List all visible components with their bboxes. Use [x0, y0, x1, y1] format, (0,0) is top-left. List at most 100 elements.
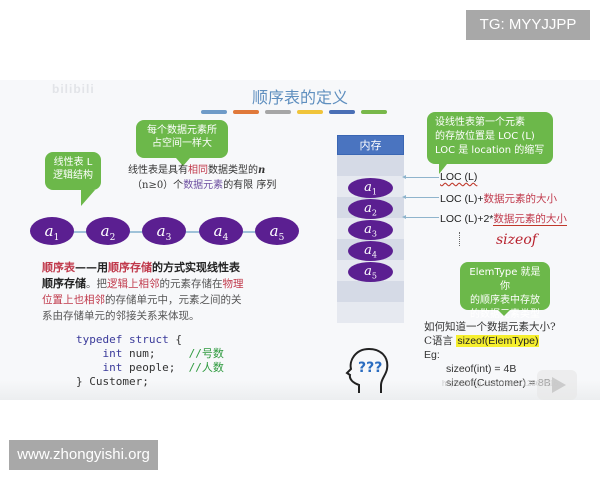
color-bar — [361, 110, 387, 114]
arrow-left-icon — [402, 215, 439, 219]
code-comment: //号数 — [188, 347, 224, 360]
address-loc-l-plus-2: LOC (L)+2*数据元素的大小 — [440, 211, 567, 226]
loc-text: LOC (L) — [440, 171, 478, 183]
slide-title: 顺序表的定义 — [251, 88, 348, 107]
arrow-left-icon — [402, 175, 439, 179]
slide-bottom-edge — [0, 380, 600, 400]
callout-line: 的顺序表中存放 — [470, 295, 540, 306]
highlight-data-element: 数据元素 — [183, 180, 224, 191]
code-text: people; — [122, 361, 176, 374]
callout-tail — [498, 310, 510, 316]
sizeof-explanation: 如何知道一个数据元素大小? C语言 sizeof(ElemType) Eg: s… — [424, 320, 556, 390]
example-sizeof-customer: sizeof(Customer) = 8B — [446, 377, 551, 389]
code-keyword: typedef struct — [76, 333, 169, 346]
eg-label: Eg: — [424, 349, 440, 361]
arrow-left-icon — [402, 195, 439, 199]
chain-node-a5: a5 — [255, 217, 299, 245]
code-comment: //人数 — [188, 361, 224, 374]
code-keyword: int — [102, 347, 123, 360]
watermark-site: www.zhongyishi.org — [9, 440, 158, 470]
var-n: n — [258, 165, 266, 176]
question-text: 如何知道一个数据元素大小? — [424, 321, 556, 333]
callout-line: 设线性表第一个元素 — [435, 117, 525, 128]
callout-tail — [439, 164, 447, 174]
chain-node-a4: a4 — [199, 217, 243, 245]
watermark-tg: TG: MYYJJPP — [466, 10, 590, 40]
address-loc-l-plus-1: LOC (L)+数据元素的大小 — [440, 191, 557, 206]
text: 线性表是具有 — [128, 165, 188, 176]
callout-line: 线性表 L — [53, 157, 93, 168]
text: 数据类型的 — [208, 165, 258, 176]
memory-node-a1: a1 — [348, 178, 393, 198]
loc-text: LOC (L)+ — [440, 193, 484, 205]
callout-logical-structure: 线性表 L 逻辑结构 — [45, 152, 101, 206]
text: 系由存储单元的邻接关系来体现。 — [42, 310, 200, 322]
memory-node-a3: a3 — [348, 220, 393, 240]
chain-node-a1: a1 — [30, 217, 74, 245]
highlight: 逻辑上相邻 — [107, 278, 160, 290]
sequential-list-description: 顺序表——用顺序存储的方式实现线性表 顺序存储。把逻辑上相邻的元素存储在物理 位… — [42, 260, 244, 324]
callout-line: 每个数据元素所 — [147, 125, 217, 136]
chain-node-a3: a3 — [142, 217, 186, 245]
callout-line: LOC 是 location 的缩写 — [435, 145, 545, 156]
play-icon[interactable] — [537, 370, 577, 400]
bilibili-logo: bilibili — [52, 82, 95, 96]
text: （n≥0）个 — [132, 180, 184, 191]
color-bar — [201, 110, 227, 114]
highlight: 物理 — [222, 278, 244, 290]
color-bar — [297, 110, 323, 114]
callout-tail — [176, 158, 190, 166]
memory-cell: a3 — [337, 218, 404, 240]
vertical-ellipsis-icon — [459, 232, 461, 246]
loc-size-text: 数据元素的大小 — [483, 193, 557, 205]
example-sizeof-int: sizeof(int) = 4B — [446, 363, 517, 375]
callout-loc-definition: 设线性表第一个元素 的存放位置是 LOC (L) LOC 是 location … — [427, 112, 553, 174]
sizeof-highlight: sizeof(ElemType) — [456, 335, 540, 347]
loc-text: LOC (L)+2* — [440, 213, 494, 225]
text: 的存储单元中，元素之间的关 — [105, 294, 242, 306]
c-language-label: C语言 — [424, 335, 457, 347]
memory-node-a2: a2 — [348, 199, 393, 219]
callout-line: ElemType 就是你 — [469, 267, 541, 292]
memory-cell: a5 — [337, 260, 404, 282]
callout-line: 逻辑结构 — [53, 170, 93, 181]
text: 的有限 序列 — [223, 180, 277, 191]
svg-text:???: ??? — [358, 360, 382, 376]
code-text: { — [168, 333, 182, 346]
callout-line: 的存放位置是 LOC (L) — [435, 131, 535, 142]
color-bar — [233, 110, 259, 114]
handwritten-sizeof: sizeof — [496, 232, 537, 248]
memory-cell — [337, 302, 404, 323]
text: 的元素存储在 — [159, 278, 223, 290]
color-bar-strip — [201, 110, 387, 114]
memory-cell: a4 — [337, 239, 404, 261]
highlight-same: 相同 — [188, 165, 208, 176]
code-keyword: int — [102, 361, 123, 374]
code-block-customer-struct: typedef struct { int num; //号数 int peopl… — [76, 333, 224, 389]
text: 的方式实现线性表 — [152, 261, 240, 274]
address-loc-l: LOC (L) — [440, 171, 477, 183]
callout-tail — [81, 190, 95, 206]
code-text: num; — [122, 347, 156, 360]
text: ——用 — [75, 261, 108, 274]
text: 顺序存储 — [42, 277, 86, 290]
chain-node-a2: a2 — [86, 217, 130, 245]
memory-cell — [337, 281, 404, 302]
memory-header: 内存 — [337, 135, 404, 155]
callout-elemtype: ElemType 就是你 的顺序表中存放 的数据元素类型 — [460, 262, 550, 320]
code-text: } Customer; — [76, 375, 149, 388]
term-seq-storage: 顺序存储 — [108, 261, 152, 274]
callout-same-size: 每个数据元素所 占空间一样大 — [136, 120, 228, 166]
memory-cell: a1 — [337, 176, 404, 198]
memory-diagram: 内存 a1 a2 a3 a4 a5 — [337, 135, 404, 323]
color-bar — [329, 110, 355, 114]
loc-size-text: 数据元素的大小 — [493, 213, 567, 226]
memory-node-a5: a5 — [348, 262, 393, 282]
memory-node-a4: a4 — [348, 241, 393, 261]
highlight: 位置上也相邻 — [42, 294, 105, 306]
term-seq-list: 顺序表 — [42, 261, 75, 274]
text: 。把 — [86, 278, 107, 290]
thinking-head-icon: ??? — [345, 345, 393, 399]
memory-cell — [337, 155, 404, 176]
callout-line: 占空间一样大 — [152, 138, 212, 149]
